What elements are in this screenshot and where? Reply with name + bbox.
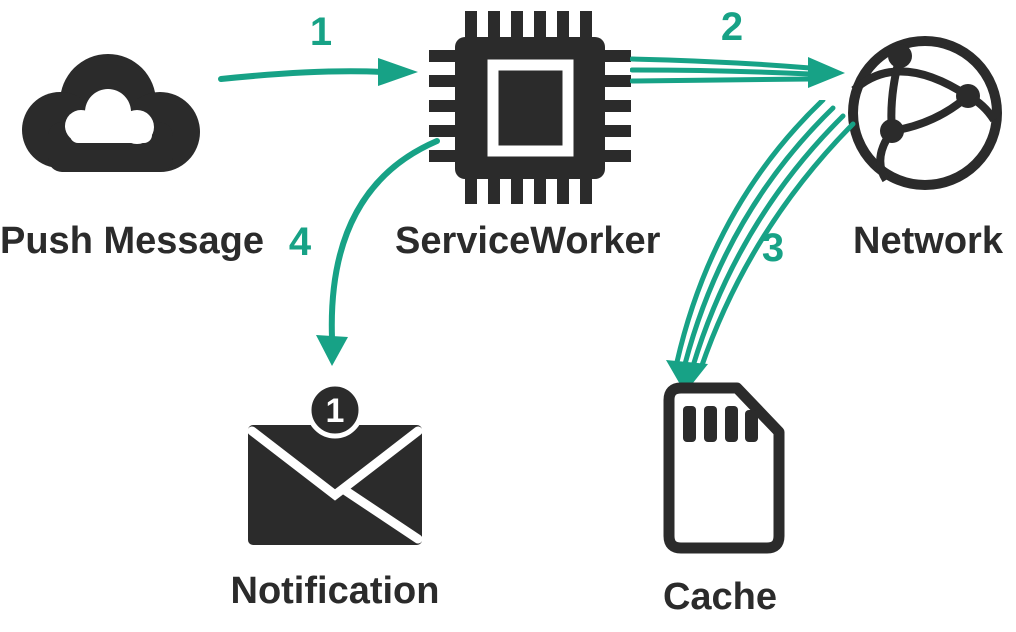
arrow-4 [316, 138, 440, 366]
step-4-number: 4 [288, 220, 312, 264]
arrow-1 [218, 58, 418, 86]
globe-icon [848, 36, 1002, 190]
sdcard-icon [663, 382, 785, 554]
notification-badge: 1 [306, 383, 364, 439]
network-label: Network [853, 220, 1003, 262]
cache-label: Cache [662, 576, 778, 618]
arrow-3-head [666, 360, 708, 393]
sdcard-pins [683, 406, 758, 442]
step-3-number: 3 [761, 226, 785, 270]
chip-body [455, 37, 605, 179]
service-worker-label: ServiceWorker [395, 220, 661, 262]
push-message-label: Push Message [0, 220, 264, 262]
arrow-4-head [316, 335, 348, 366]
notification-label: Notification [230, 570, 440, 612]
envelope-flap-lines [247, 426, 423, 544]
chip-pins [429, 11, 631, 204]
step-1-number: 1 [309, 10, 333, 54]
envelope-icon: 1 [247, 383, 423, 545]
chip-icon [429, 11, 631, 204]
globe-nodes [880, 44, 980, 143]
sdcard-outline [663, 382, 785, 554]
cloud-icon [22, 54, 200, 172]
notification-badge-count: 1 [326, 392, 345, 430]
globe-outline [848, 36, 1002, 190]
arrow-2-head [808, 57, 845, 88]
arrow-2 [630, 56, 845, 88]
step-2-number: 2 [720, 5, 744, 49]
arrow-1-head [378, 58, 418, 86]
cloud-inner-shape [65, 89, 154, 144]
arrow-3 [666, 100, 856, 393]
chip-core [487, 59, 574, 157]
